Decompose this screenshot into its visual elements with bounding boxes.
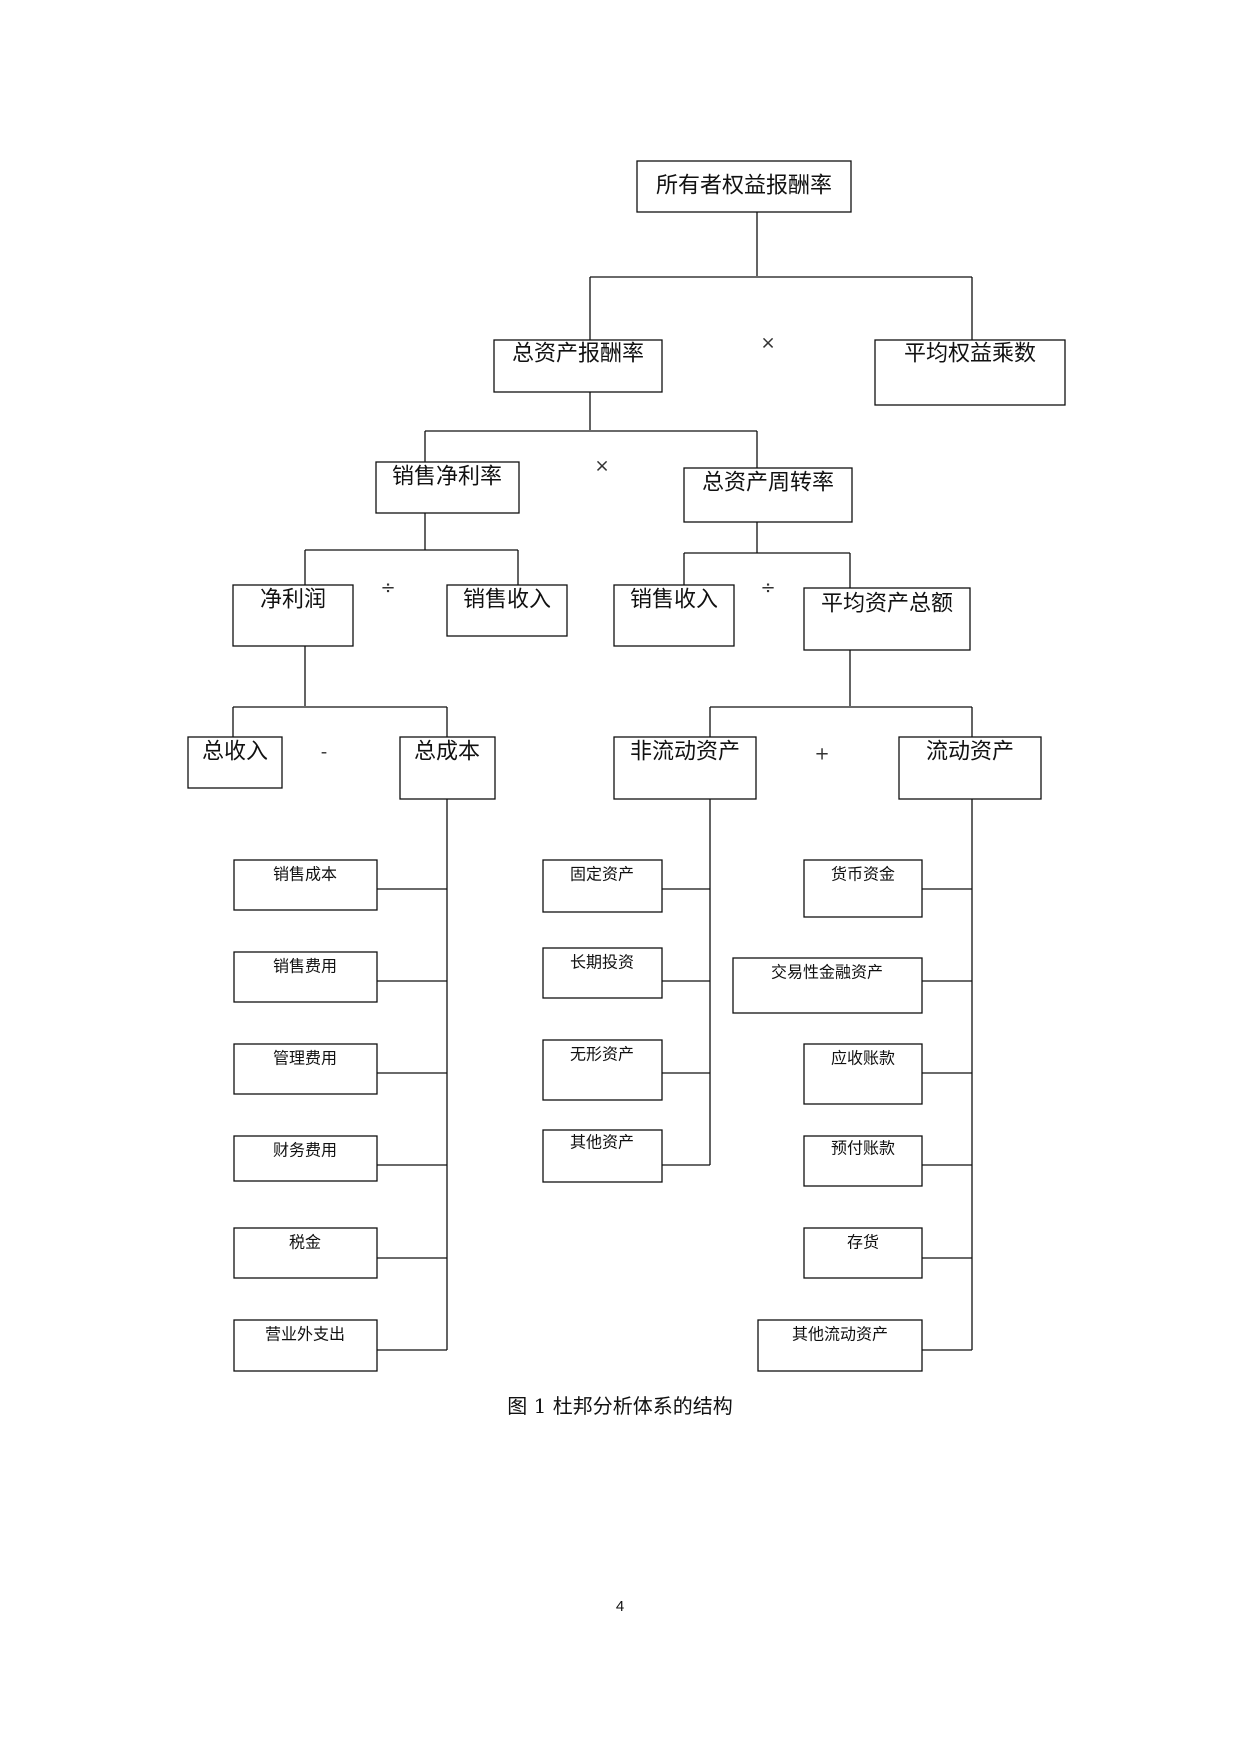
- node-net-profit: 净利润: [232, 584, 354, 647]
- connector-lines: [232, 212, 973, 1351]
- node-label: 流动资产: [926, 740, 1014, 765]
- node-label: 销售成本: [273, 865, 337, 884]
- node-label: 其他流动资产: [792, 1325, 888, 1344]
- node-selling-expenses: 销售费用: [233, 951, 378, 1003]
- node-asset-turnover: 总资产周转率: [683, 467, 853, 523]
- node-label: 总收入: [202, 740, 268, 765]
- node-accounts-receivable: 应收账款: [803, 1043, 923, 1105]
- divide-operator: ÷: [760, 578, 775, 599]
- node-label: 货币资金: [831, 865, 895, 884]
- node-label: 所有者权益报酬率: [656, 174, 832, 199]
- node-cost-of-sales: 销售成本: [233, 859, 378, 911]
- node-label: 销售收入: [463, 588, 551, 613]
- node-label: 应收账款: [831, 1049, 895, 1068]
- node-taxes: 税金: [233, 1227, 378, 1279]
- node-label: 税金: [289, 1233, 321, 1252]
- node-label: 平均权益乘数: [904, 342, 1036, 367]
- figure-caption: 图 1 杜邦分析体系的结构: [507, 1394, 733, 1418]
- multiply-operator: ×: [760, 333, 775, 354]
- node-label: 销售收入: [630, 588, 718, 613]
- node-nonoperating-expenses: 营业外支出: [233, 1319, 378, 1372]
- node-net-margin: 销售净利率: [375, 461, 520, 514]
- node-total-cost: 总成本: [399, 736, 496, 800]
- node-admin-expenses: 管理费用: [233, 1043, 378, 1095]
- node-label: 总资产周转率: [702, 471, 834, 496]
- node-finance-expenses: 财务费用: [233, 1135, 378, 1182]
- node-sales-revenue-left: 销售收入: [446, 584, 568, 637]
- node-label: 固定资产: [570, 865, 634, 884]
- node-noncurrent-assets: 非流动资产: [613, 736, 757, 800]
- node-avg-total-assets: 平均资产总额: [803, 587, 971, 651]
- node-label: 长期投资: [570, 953, 634, 972]
- node-label: 其他资产: [570, 1133, 634, 1152]
- node-label: 财务费用: [273, 1141, 337, 1160]
- node-long-term-investment: 长期投资: [542, 947, 663, 999]
- node-label: 总资产报酬率: [512, 342, 644, 367]
- node-other-current-assets: 其他流动资产: [757, 1319, 923, 1372]
- node-current-assets: 流动资产: [898, 736, 1042, 800]
- node-sales-revenue-right: 销售收入: [613, 584, 735, 647]
- node-equity-multiplier: 平均权益乘数: [874, 339, 1066, 406]
- node-monetary-funds: 货币资金: [803, 859, 923, 918]
- node-label: 平均资产总额: [821, 592, 953, 617]
- node-label: 存货: [847, 1233, 879, 1252]
- divide-operator: ÷: [380, 578, 395, 599]
- node-trading-financial-assets: 交易性金融资产: [732, 957, 923, 1014]
- node-total-revenue: 总收入: [187, 736, 283, 789]
- minus-operator: -: [321, 742, 328, 763]
- node-label: 销售净利率: [392, 465, 502, 490]
- node-label: 管理费用: [273, 1049, 337, 1068]
- node-label: 交易性金融资产: [771, 963, 883, 982]
- node-roa: 总资产报酬率: [493, 339, 663, 393]
- node-other-assets: 其他资产: [542, 1129, 663, 1183]
- node-label: 预付账款: [831, 1139, 895, 1158]
- node-label: 销售费用: [273, 957, 337, 976]
- node-label: 净利润: [260, 588, 326, 613]
- node-label: 总成本: [414, 740, 480, 765]
- plus-operator: +: [814, 744, 829, 765]
- node-prepayments: 预付账款: [803, 1135, 923, 1187]
- node-roe: 所有者权益报酬率: [636, 160, 852, 213]
- node-fixed-assets: 固定资产: [542, 859, 663, 913]
- node-label: 非流动资产: [630, 740, 740, 765]
- multiply-operator: ×: [594, 456, 609, 477]
- node-label: 营业外支出: [265, 1325, 345, 1344]
- page-number: 4: [615, 1598, 625, 1615]
- node-label: 无形资产: [570, 1045, 634, 1064]
- node-intangible-assets: 无形资产: [542, 1039, 663, 1101]
- node-inventory: 存货: [803, 1227, 923, 1279]
